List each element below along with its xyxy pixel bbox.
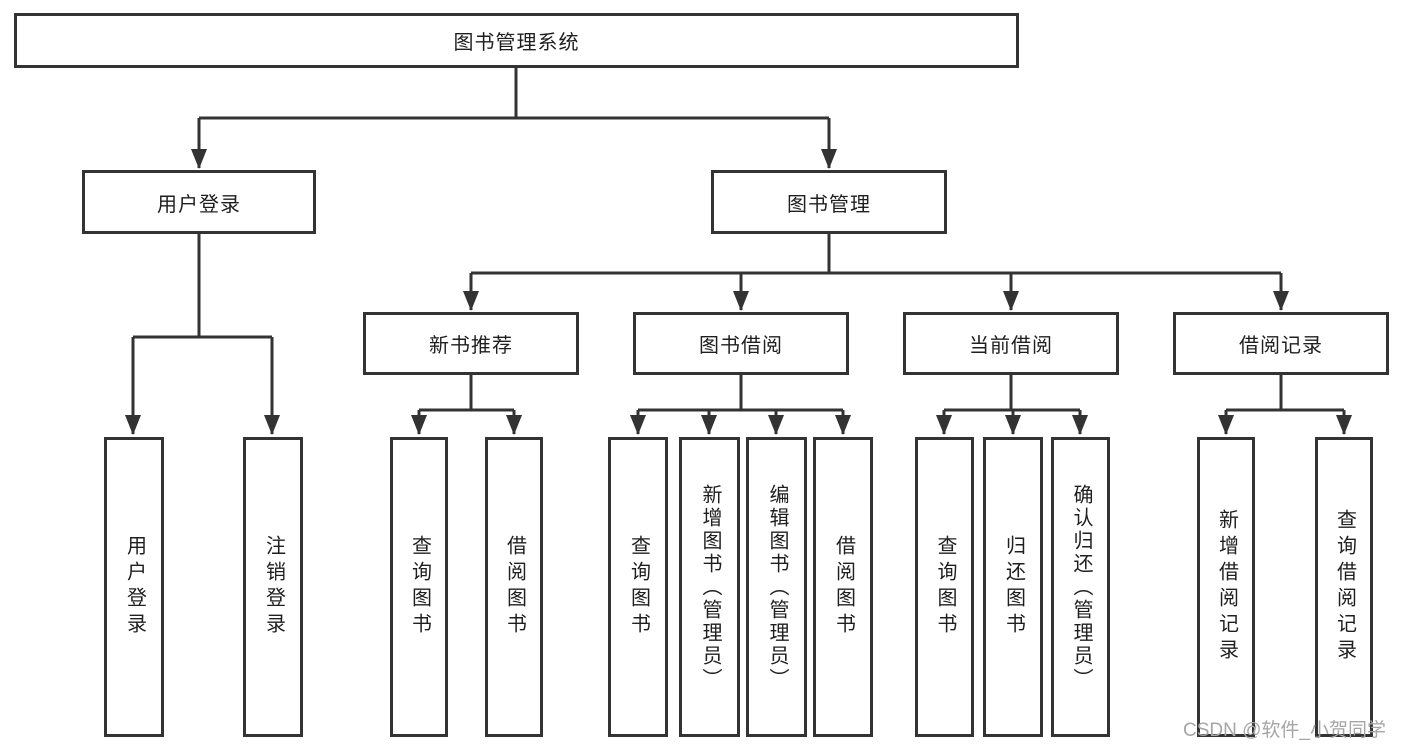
leaf-cb-return-books: 归还图书: [983, 437, 1043, 737]
leaf-rec-query-books: 查询图书: [390, 437, 448, 737]
node-label: 新书推荐: [429, 335, 513, 357]
node-user-login: 用户登录: [82, 170, 316, 234]
node-label: 新增借阅记录: [1215, 509, 1238, 665]
node-label: 借阅图书: [503, 535, 526, 639]
leaf-cb-confirm-return-admin: 确认归还（管理员）: [1051, 437, 1110, 737]
leaf-bb-add-books-admin: 新增图书（管理员）: [679, 437, 740, 737]
node-label: 查询借阅记录: [1333, 509, 1356, 665]
node-borrowing-records: 借阅记录: [1173, 312, 1389, 375]
leaf-rec-borrow-books: 借阅图书: [485, 437, 543, 737]
node-label: 借阅记录: [1239, 335, 1323, 357]
node-label: 新增图书（管理员）: [699, 483, 721, 691]
node-label: 查询图书: [627, 535, 650, 639]
node-label: 图书管理: [787, 193, 871, 216]
node-new-book-recommendation: 新书推荐: [363, 312, 579, 375]
node-label: 用户登录: [123, 535, 146, 639]
watermark: CSDN @软件_小贺同学: [1183, 720, 1386, 741]
node-label: 当前借阅: [969, 335, 1053, 357]
node-label: 借阅图书: [832, 535, 855, 639]
node-label: 图书管理系统: [453, 32, 580, 54]
leaf-logout: 注销登录: [243, 437, 303, 737]
node-label: 编辑图书（管理员）: [766, 483, 788, 691]
node-label: 用户登录: [157, 193, 241, 216]
node-label: 图书借阅: [699, 335, 783, 357]
node-label: 查询图书: [408, 535, 431, 639]
node-library-management-system: 图书管理系统: [14, 13, 1019, 68]
node-book-borrowing: 图书借阅: [633, 312, 849, 375]
leaf-user-login: 用户登录: [104, 437, 164, 737]
leaf-bb-query-books: 查询图书: [608, 437, 668, 737]
node-label: 查询图书: [934, 535, 956, 639]
leaf-br-add-record: 新增借阅记录: [1197, 437, 1255, 737]
leaf-bb-borrow-books: 借阅图书: [813, 437, 873, 737]
node-label: 注销登录: [262, 535, 285, 639]
node-book-management: 图书管理: [711, 170, 947, 234]
leaf-br-query-record: 查询借阅记录: [1315, 437, 1373, 737]
node-label: 确认归还（管理员）: [1070, 483, 1092, 691]
leaf-bb-edit-books-admin: 编辑图书（管理员）: [746, 437, 807, 737]
leaf-cb-query-books: 查询图书: [915, 437, 974, 737]
node-label: 归还图书: [1002, 535, 1025, 639]
node-current-borrowing: 当前借阅: [903, 312, 1119, 375]
